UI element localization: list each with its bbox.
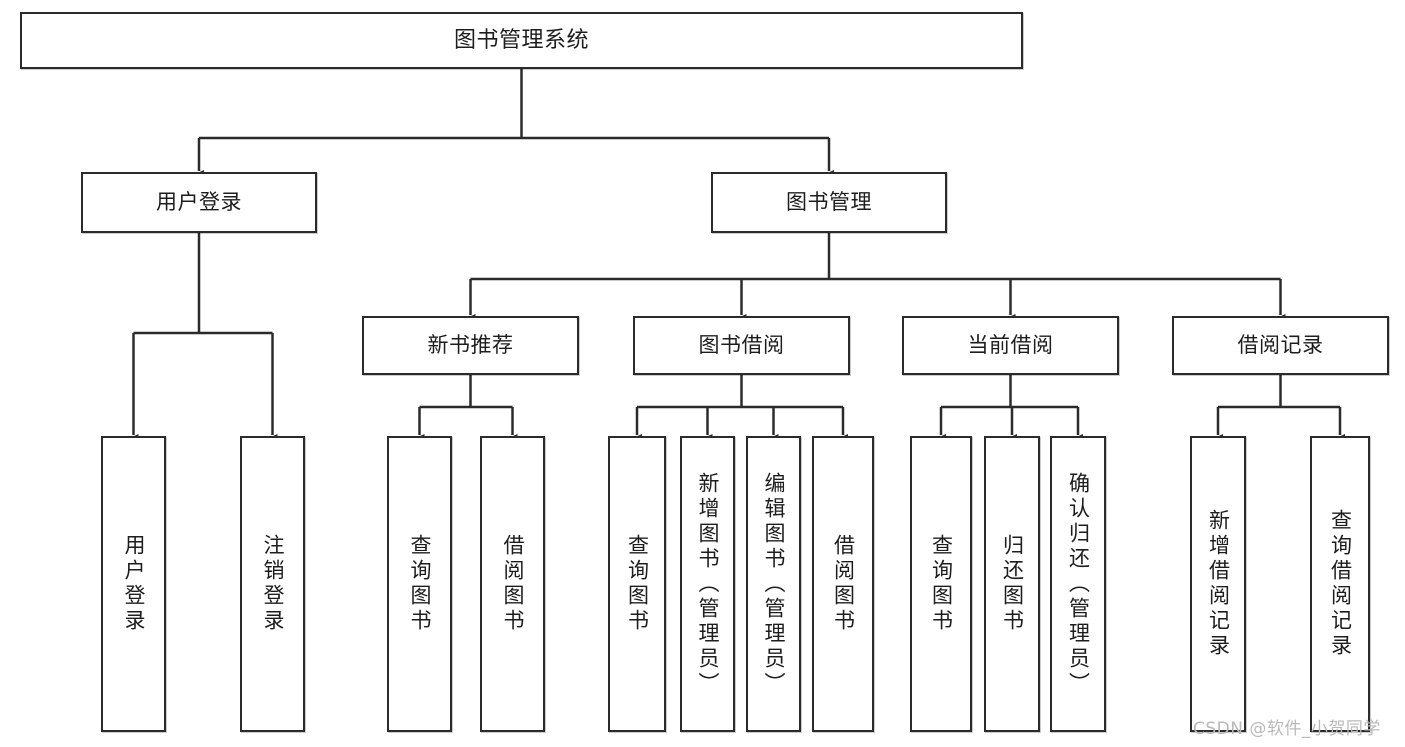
- node-label: 图书借阅: [698, 333, 785, 358]
- node-label: 确认归还（管理员）: [1066, 471, 1091, 697]
- node-label: 新增图书（管理员）: [696, 471, 720, 697]
- node-label: 查询借阅记录: [1328, 509, 1353, 659]
- node-label: 用户登录: [122, 534, 146, 634]
- node-label: 借阅图书: [831, 534, 856, 634]
- node-leaf_11[interactable]: 新增借阅记录: [1190, 436, 1246, 732]
- node-l3_2[interactable]: 当前借阅: [902, 316, 1119, 375]
- node-label: 当前借阅: [967, 333, 1054, 358]
- node-leaf_9[interactable]: 归还图书: [984, 436, 1040, 732]
- node-leaf_10[interactable]: 确认归还（管理员）: [1050, 436, 1106, 732]
- node-leaf_3[interactable]: 借阅图书: [480, 436, 545, 732]
- node-label: 图书管理系统: [453, 27, 589, 53]
- node-l2_1[interactable]: 图书管理: [711, 172, 947, 233]
- connector-layer: [128, 69, 1345, 443]
- node-leaf_1[interactable]: 注销登录: [240, 436, 305, 732]
- node-l3_0[interactable]: 新书推荐: [362, 316, 579, 375]
- node-label: 新书推荐: [427, 333, 514, 358]
- node-label: 查询图书: [929, 534, 954, 634]
- node-l2_0[interactable]: 用户登录: [81, 172, 317, 233]
- node-label: 借阅记录: [1237, 333, 1324, 358]
- node-leaf_4[interactable]: 查询图书: [608, 436, 666, 732]
- node-label: 图书管理: [786, 190, 872, 215]
- node-label: 查询图书: [408, 534, 432, 634]
- node-label: 注销登录: [261, 534, 285, 634]
- node-label: 查询图书: [625, 534, 650, 634]
- node-leaf_2[interactable]: 查询图书: [387, 436, 452, 732]
- node-leaf_12[interactable]: 查询借阅记录: [1310, 436, 1370, 732]
- node-leaf_8[interactable]: 查询图书: [910, 436, 972, 732]
- node-leaf_6[interactable]: 编辑图书（管理员）: [746, 436, 801, 732]
- node-l3_3[interactable]: 借阅记录: [1172, 316, 1389, 375]
- node-label: 编辑图书（管理员）: [762, 471, 786, 697]
- node-label: 用户登录: [156, 190, 242, 215]
- node-label: 归还图书: [1000, 534, 1025, 634]
- node-label: 借阅图书: [501, 534, 525, 634]
- node-leaf_7[interactable]: 借阅图书: [812, 436, 874, 732]
- node-leaf_5[interactable]: 新增图书（管理员）: [680, 436, 735, 732]
- node-label: 新增借阅记录: [1206, 509, 1231, 659]
- node-l3_1[interactable]: 图书借阅: [633, 316, 850, 375]
- node-root[interactable]: 图书管理系统: [20, 12, 1023, 69]
- node-leaf_0[interactable]: 用户登录: [101, 436, 166, 732]
